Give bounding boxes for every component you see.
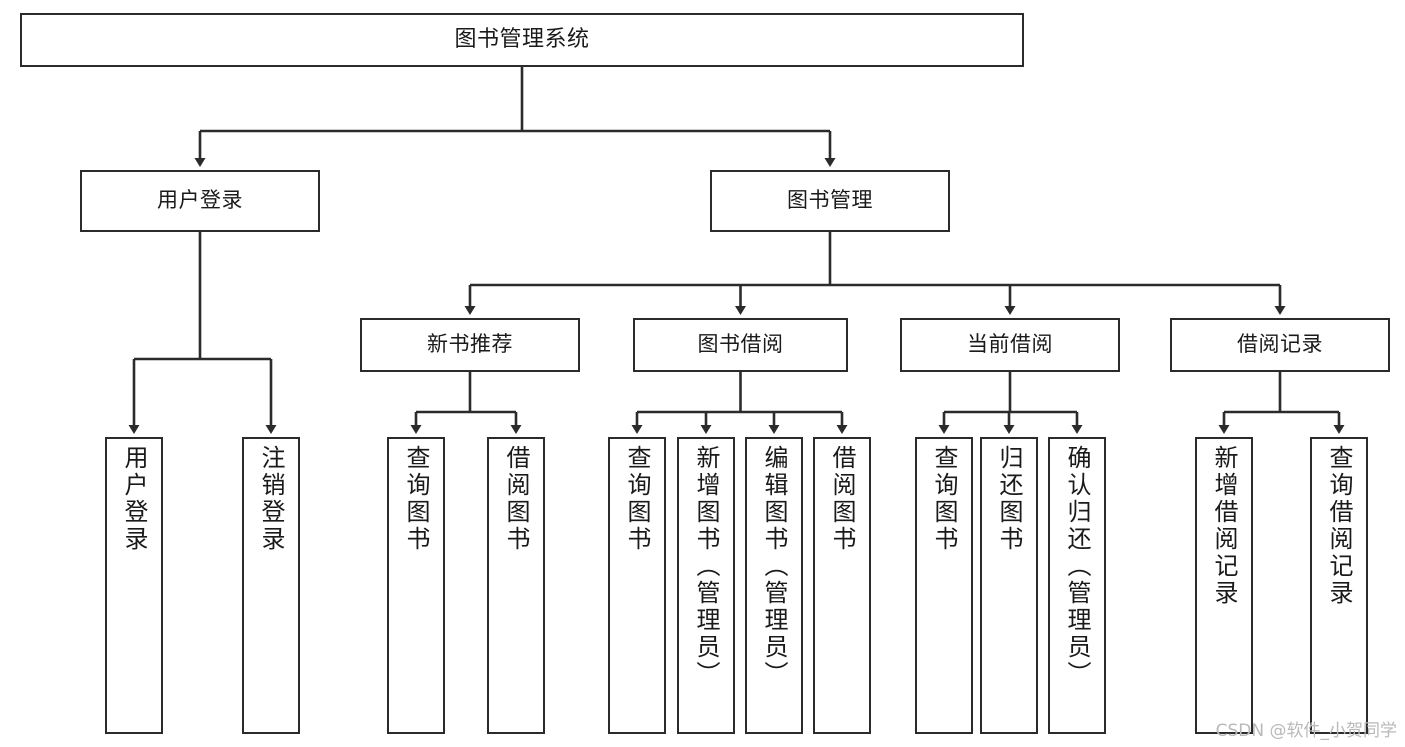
node-label: 查询图书 (623, 445, 651, 553)
node-leaf-user-login[interactable]: 用户登录 (105, 437, 163, 734)
node-new-book-rec[interactable]: 新书推荐 (360, 318, 580, 372)
node-label: 查询图书 (402, 445, 430, 553)
node-label: 借阅记录 (1237, 332, 1323, 357)
node-leaf-edit-book[interactable]: 编辑图书（管理员） (745, 437, 803, 734)
node-label: 当前借阅 (967, 332, 1053, 357)
node-label: 图书管理系统 (454, 26, 590, 52)
node-leaf-add-book[interactable]: 新增图书（管理员） (677, 437, 735, 734)
node-leaf-borrow-book-1[interactable]: 借阅图书 (487, 437, 545, 734)
node-root[interactable]: 图书管理系统 (20, 13, 1024, 67)
node-book-manage[interactable]: 图书管理 (710, 170, 950, 232)
node-borrow-record[interactable]: 借阅记录 (1170, 318, 1390, 372)
node-label: 图书借阅 (697, 332, 784, 357)
node-label: 借阅图书 (502, 445, 530, 553)
node-label: 注销登录 (257, 445, 285, 553)
node-current-borrow[interactable]: 当前借阅 (900, 318, 1120, 372)
node-leaf-user-logout[interactable]: 注销登录 (242, 437, 300, 734)
node-label: 查询借阅记录 (1325, 445, 1353, 607)
node-leaf-query-book-2[interactable]: 查询图书 (608, 437, 666, 734)
node-label: 新增图书（管理员） (692, 445, 720, 688)
node-label: 归还图书 (995, 445, 1023, 553)
node-leaf-query-book-3[interactable]: 查询图书 (915, 437, 973, 734)
node-label: 查询图书 (930, 445, 958, 553)
node-label: 用户登录 (120, 445, 148, 553)
node-leaf-query-book-1[interactable]: 查询图书 (387, 437, 445, 734)
node-label: 新书推荐 (427, 332, 513, 357)
watermark: CSDN @软件_小贺同学 (1215, 721, 1397, 741)
node-leaf-confirm-return[interactable]: 确认归还（管理员） (1048, 437, 1106, 734)
node-book-borrow[interactable]: 图书借阅 (633, 318, 848, 372)
node-label: 编辑图书（管理员） (760, 445, 788, 688)
node-label: 借阅图书 (828, 445, 856, 553)
node-leaf-return-book[interactable]: 归还图书 (980, 437, 1038, 734)
node-label: 新增借阅记录 (1210, 445, 1238, 607)
node-leaf-borrow-book-2[interactable]: 借阅图书 (813, 437, 871, 734)
node-label: 图书管理 (787, 188, 873, 213)
node-label: 确认归还（管理员） (1063, 445, 1091, 688)
node-label: 用户登录 (157, 188, 243, 213)
node-leaf-add-record[interactable]: 新增借阅记录 (1195, 437, 1253, 734)
node-leaf-query-record[interactable]: 查询借阅记录 (1310, 437, 1368, 734)
node-user-login[interactable]: 用户登录 (80, 170, 320, 232)
